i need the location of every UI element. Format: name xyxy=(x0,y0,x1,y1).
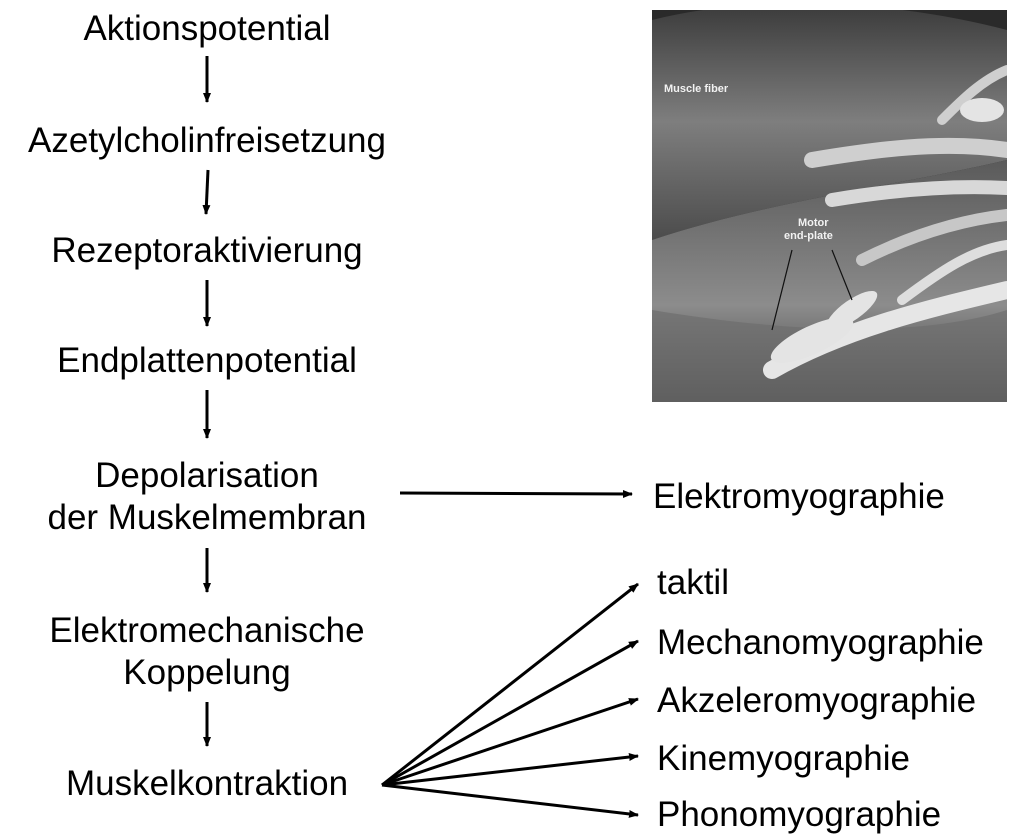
caption-motor: Motor xyxy=(798,217,829,229)
caption-muscle-fiber: Muscle fiber xyxy=(664,83,728,95)
arrow-down-2 xyxy=(206,170,208,214)
muscle-fiber-micrograph: Muscle fiber Motor end-plate xyxy=(652,10,1007,402)
caption-end-plate: end-plate xyxy=(784,230,833,242)
arrow-to-elektromyographie xyxy=(400,493,632,494)
arrow-to-taktil xyxy=(382,584,638,785)
arrow-to-phonomyographie xyxy=(382,785,638,815)
arrow-to-kinemyographie xyxy=(382,756,638,785)
